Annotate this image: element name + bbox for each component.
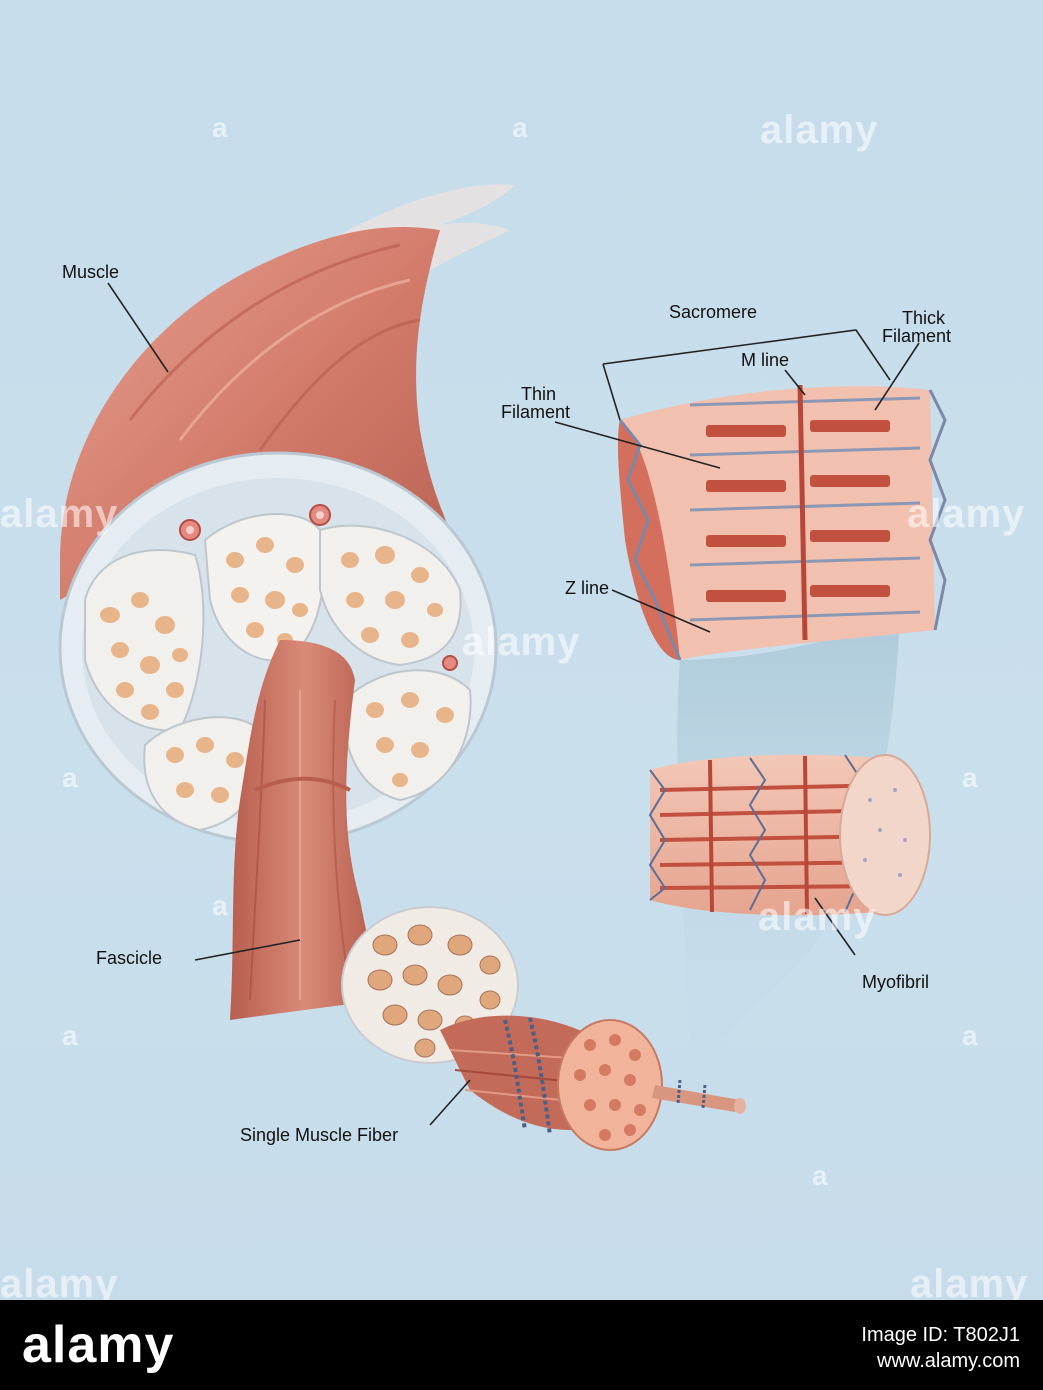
illustration-area: Muscle Sacromere Thick Filament M line T… bbox=[0, 0, 1043, 1306]
leader-lines bbox=[107, 282, 920, 1126]
sarcomere-segment bbox=[617, 384, 947, 661]
watermark: alamy bbox=[758, 895, 877, 939]
label-fascicle: Fascicle bbox=[96, 948, 163, 968]
watermark: alamy bbox=[0, 492, 119, 536]
watermark-glyph: a bbox=[512, 112, 528, 143]
sacromere-bracket bbox=[602, 329, 891, 421]
footer-info: Image ID: T802J1 www.alamy.com bbox=[720, 1322, 1020, 1374]
watermark-glyph: a bbox=[962, 1020, 978, 1051]
watermark-glyph: a bbox=[212, 112, 228, 143]
label-thin-filament-line2: Filament bbox=[501, 402, 571, 422]
label-thick-filament-line1: Thick bbox=[902, 308, 946, 328]
muscle-anatomy-illustration bbox=[58, 184, 947, 1151]
watermark-glyph: a bbox=[62, 762, 78, 793]
footer-image-id: Image ID: T802J1 bbox=[861, 1324, 1020, 1346]
label-sacromere: Sacromere bbox=[669, 302, 758, 322]
watermark-glyph: a bbox=[962, 762, 978, 793]
watermark: alamy bbox=[907, 492, 1026, 536]
myofibril-cylinder bbox=[648, 754, 931, 916]
footer-logo[interactable]: alamy bbox=[22, 1316, 175, 1374]
watermark-glyph: a bbox=[62, 1020, 78, 1051]
watermark: alamy bbox=[0, 1262, 119, 1306]
fascicle-cores bbox=[100, 537, 454, 803]
label-single-muscle-fiber: Single Muscle Fiber bbox=[240, 1125, 399, 1145]
watermark-glyph: a bbox=[212, 890, 228, 921]
watermark: alamy bbox=[760, 108, 879, 152]
watermark: alamy bbox=[910, 1262, 1029, 1306]
footer-website[interactable]: www.alamy.com bbox=[877, 1350, 1020, 1372]
label-m-line: M line bbox=[741, 350, 790, 370]
watermark-glyph: a bbox=[812, 1160, 828, 1191]
myofibril-strand bbox=[652, 1085, 740, 1112]
label-thick-filament-line2: Filament bbox=[882, 326, 952, 346]
label-z-line: Z line bbox=[565, 578, 610, 598]
watermark: alamy bbox=[462, 620, 581, 664]
footer-bar: alamy Image ID: T802J1 www.alamy.com bbox=[0, 1300, 1043, 1390]
label-muscle: Muscle bbox=[62, 262, 120, 282]
fascicle-body bbox=[230, 640, 380, 1020]
label-myofibril: Myofibril bbox=[862, 972, 930, 992]
label-thin-filament-line1: Thin bbox=[521, 384, 557, 404]
